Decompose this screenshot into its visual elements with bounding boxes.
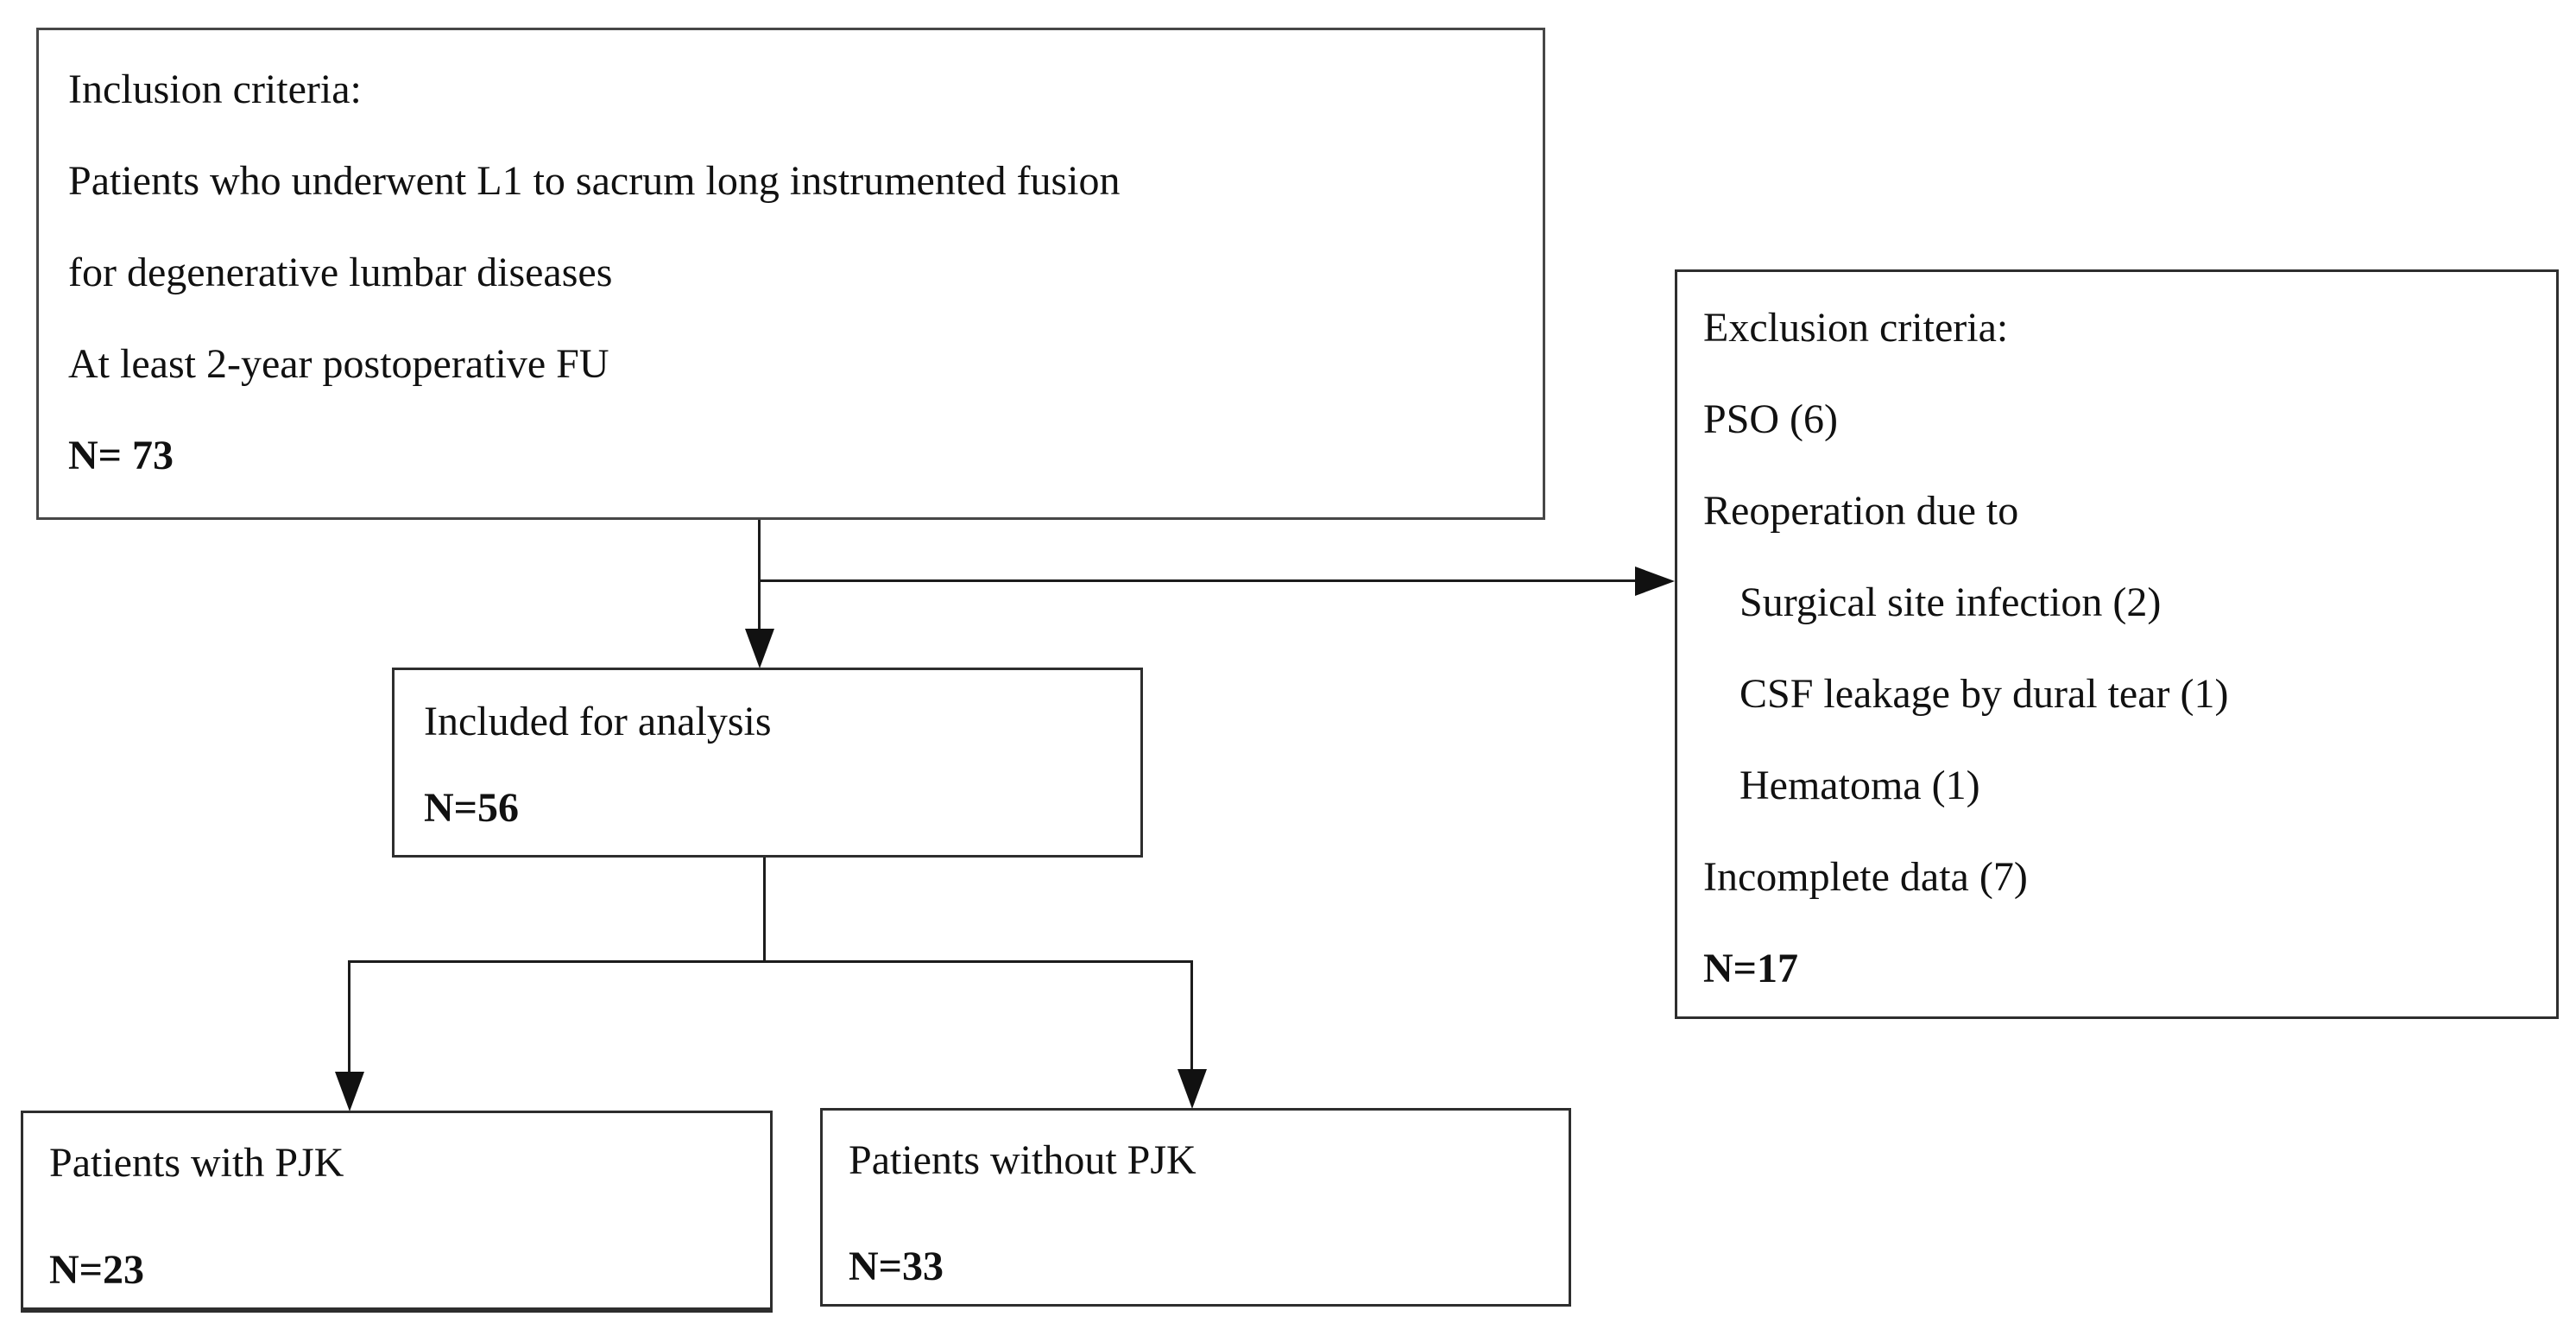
arrowhead-to-without-pjk-icon <box>1178 1069 1207 1109</box>
connector-branch-to-exclusion <box>758 579 1638 582</box>
arrowhead-to-with-pjk-icon <box>335 1072 364 1111</box>
connector-to-without-pjk <box>1190 960 1193 1072</box>
without-pjk-count: N=33 <box>849 1244 944 1289</box>
included-for-analysis-box: Included for analysis N=56 <box>392 668 1143 858</box>
arrowhead-to-exclusion-icon <box>1635 567 1675 596</box>
inclusion-criteria-box: Inclusion criteria: Patients who underwe… <box>36 28 1545 520</box>
inclusion-count: N= 73 <box>68 433 174 478</box>
exclusion-item-incomplete-data: Incomplete data (7) <box>1703 854 2028 900</box>
with-pjk-label: Patients with PJK <box>49 1140 344 1186</box>
included-count: N=56 <box>424 785 520 831</box>
without-pjk-label: Patients without PJK <box>849 1137 1196 1183</box>
inclusion-line-2: for degenerative lumbar diseases <box>68 250 613 295</box>
inclusion-title: Inclusion criteria: <box>68 66 362 112</box>
exclusion-item-pso: PSO (6) <box>1703 396 1839 442</box>
exclusion-criteria-box: Exclusion criteria: PSO (6) Reoperation … <box>1675 269 2559 1019</box>
connector-inclusion-to-included <box>758 520 761 635</box>
connector-to-with-pjk <box>348 960 350 1074</box>
inclusion-line-1: Patients who underwent L1 to sacrum long… <box>68 158 1121 204</box>
connector-included-down <box>763 858 766 962</box>
inclusion-line-3: At least 2-year postoperative FU <box>68 341 609 387</box>
exclusion-item-csf-leakage: CSF leakage by dural tear (1) <box>1739 671 2229 717</box>
with-pjk-count: N=23 <box>49 1247 145 1293</box>
patients-without-pjk-box: Patients without PJK N=33 <box>820 1108 1571 1307</box>
exclusion-item-infection: Surgical site infection (2) <box>1739 579 2162 625</box>
connector-split-horizontal <box>349 960 1193 963</box>
exclusion-title: Exclusion criteria: <box>1703 305 2009 351</box>
included-label: Included for analysis <box>424 699 772 744</box>
patients-with-pjk-box: Patients with PJK N=23 <box>21 1111 773 1313</box>
exclusion-item-reoperation: Reoperation due to <box>1703 488 2019 534</box>
exclusion-item-hematoma: Hematoma (1) <box>1739 763 1980 808</box>
arrowhead-to-included-icon <box>745 629 774 668</box>
exclusion-count: N=17 <box>1703 946 1799 991</box>
